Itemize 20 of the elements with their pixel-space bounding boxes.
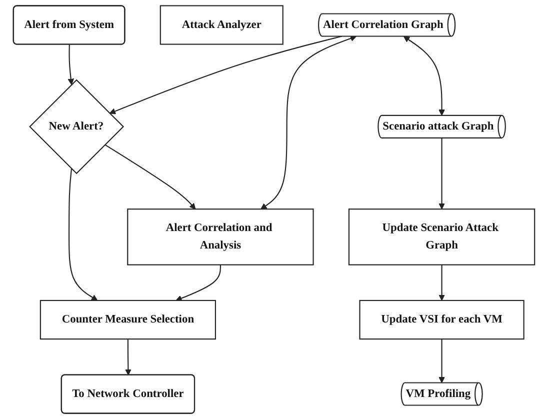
- arrow: [260, 35, 357, 210]
- arrow: [403, 36, 445, 116]
- arrow: [109, 36, 342, 114]
- node-diamond: New Alert?: [29, 79, 124, 174]
- arrow: [438, 264, 445, 301]
- arrow: [438, 339, 445, 384]
- node-box: Update VSI for each VM: [359, 300, 524, 340]
- node-text: VM Profiling: [406, 388, 471, 400]
- node-box: Update Scenario Attack Graph: [348, 208, 536, 266]
- arrow: [176, 264, 221, 302]
- node-box: Counter Measure Selection: [40, 300, 216, 340]
- arrow: [438, 138, 445, 210]
- arrow: [125, 339, 132, 376]
- arrow: [68, 168, 98, 301]
- node-text: Alert Correlation Graph: [323, 18, 444, 31]
- arrow: [68, 44, 74, 85]
- node-text: Scenario attack Graph: [382, 120, 494, 132]
- node-box: Alert Correlation and Analysis: [127, 208, 314, 266]
- node-box: Attack Analyzer: [160, 5, 284, 45]
- arrow: [104, 144, 196, 210]
